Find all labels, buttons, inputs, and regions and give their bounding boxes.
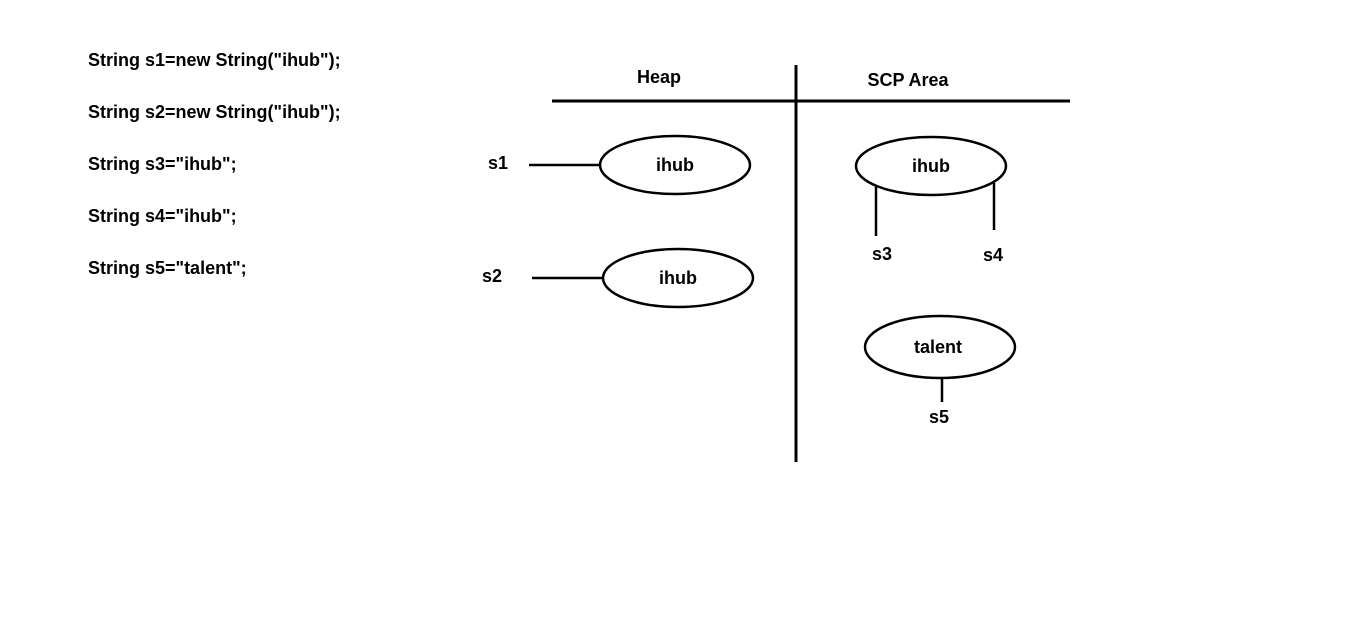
scp-object-ihub-label: ihub: [912, 156, 950, 176]
scp-object-talent: [863, 314, 1017, 380]
code-line-s1: String s1=new String("ihub");: [88, 50, 341, 70]
code-line-s2: String s2=new String("ihub");: [88, 102, 341, 122]
reference-label-s2: s2: [482, 266, 502, 286]
code-line-s3: String s3="ihub";: [88, 154, 237, 174]
heap-object-ihub-2-label: ihub: [659, 268, 697, 288]
reference-label-s5: s5: [929, 407, 949, 427]
heap-object-ihub-1: [598, 134, 752, 196]
scp-area-label: SCP Area: [867, 70, 949, 90]
reference-label-s1: s1: [488, 153, 508, 173]
heap-object-ihub-1-label: ihub: [656, 155, 694, 175]
heap-object-ihub-2: [601, 247, 755, 309]
reference-label-s4: s4: [983, 245, 1003, 265]
scp-object-talent-label: talent: [914, 337, 962, 357]
code-line-s5: String s5="talent";: [88, 258, 247, 278]
heap-label: Heap: [637, 67, 681, 87]
code-line-s4: String s4="ihub";: [88, 206, 237, 226]
reference-label-s3: s3: [872, 244, 892, 264]
scp-object-ihub: [854, 135, 1008, 197]
